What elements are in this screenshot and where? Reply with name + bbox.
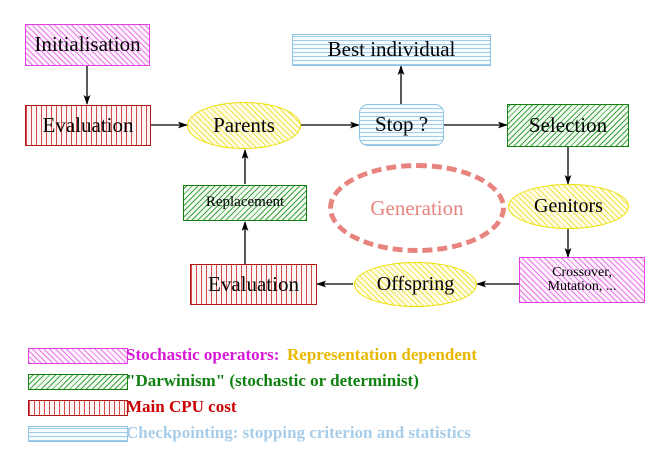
node-selection-label: Selection <box>528 112 608 137</box>
legend-swatch-checkpointing <box>28 426 128 442</box>
legend-label-checkpointing: Checkpointing: stopping criterion and st… <box>126 423 471 442</box>
legend-label-main-cpu-cost: Main CPU cost <box>126 397 237 416</box>
node-genitors-label: Genitors <box>534 195 603 218</box>
legend-label-darwinism: "Darwinism" (stochastic or determinist) <box>126 371 419 390</box>
node-evaluation-bottom-label: Evaluation <box>208 271 299 296</box>
node-generation-label: Generation <box>370 195 464 220</box>
legend-label-stochastic-operators: Stochastic operators: <box>126 345 280 364</box>
node-selection[interactable]: Selection <box>507 104 629 147</box>
node-stop[interactable]: Stop ? <box>359 104 444 146</box>
legend-swatch-stochastic-operators <box>28 348 128 364</box>
legend-swatch-darwinism <box>28 374 128 390</box>
node-best-individual-label: Best individual <box>327 37 456 62</box>
node-offspring-label: Offspring <box>376 273 455 296</box>
node-best-individual[interactable]: Best individual <box>292 34 491 66</box>
node-crossover-label-line2: Mutation, ... <box>547 279 617 294</box>
node-generation-group: Generation <box>328 163 506 253</box>
legend-label-representation-dependent: Representation dependent <box>287 345 477 364</box>
node-evaluation-top[interactable]: Evaluation <box>25 105 151 146</box>
node-evaluation-bottom[interactable]: Evaluation <box>190 264 317 305</box>
node-initialisation[interactable]: Initialisation <box>25 24 150 66</box>
node-stop-label: Stop ? <box>374 112 429 137</box>
node-parents-label: Parents <box>213 112 275 137</box>
node-replacement[interactable]: Replacement <box>183 185 307 221</box>
node-genitors[interactable]: Genitors <box>508 184 629 229</box>
node-crossover-label-line1: Crossover, <box>552 264 612 280</box>
node-replacement-label: Replacement <box>205 194 285 211</box>
node-evaluation-top-label: Evaluation <box>42 112 134 137</box>
node-parents[interactable]: Parents <box>187 102 301 149</box>
node-crossover-mutation[interactable]: Crossover, Mutation, ... <box>519 257 645 303</box>
node-initialisation-label: Initialisation <box>34 32 141 57</box>
legend-swatch-main-cpu-cost <box>28 400 128 416</box>
node-offspring[interactable]: Offspring <box>354 262 477 307</box>
